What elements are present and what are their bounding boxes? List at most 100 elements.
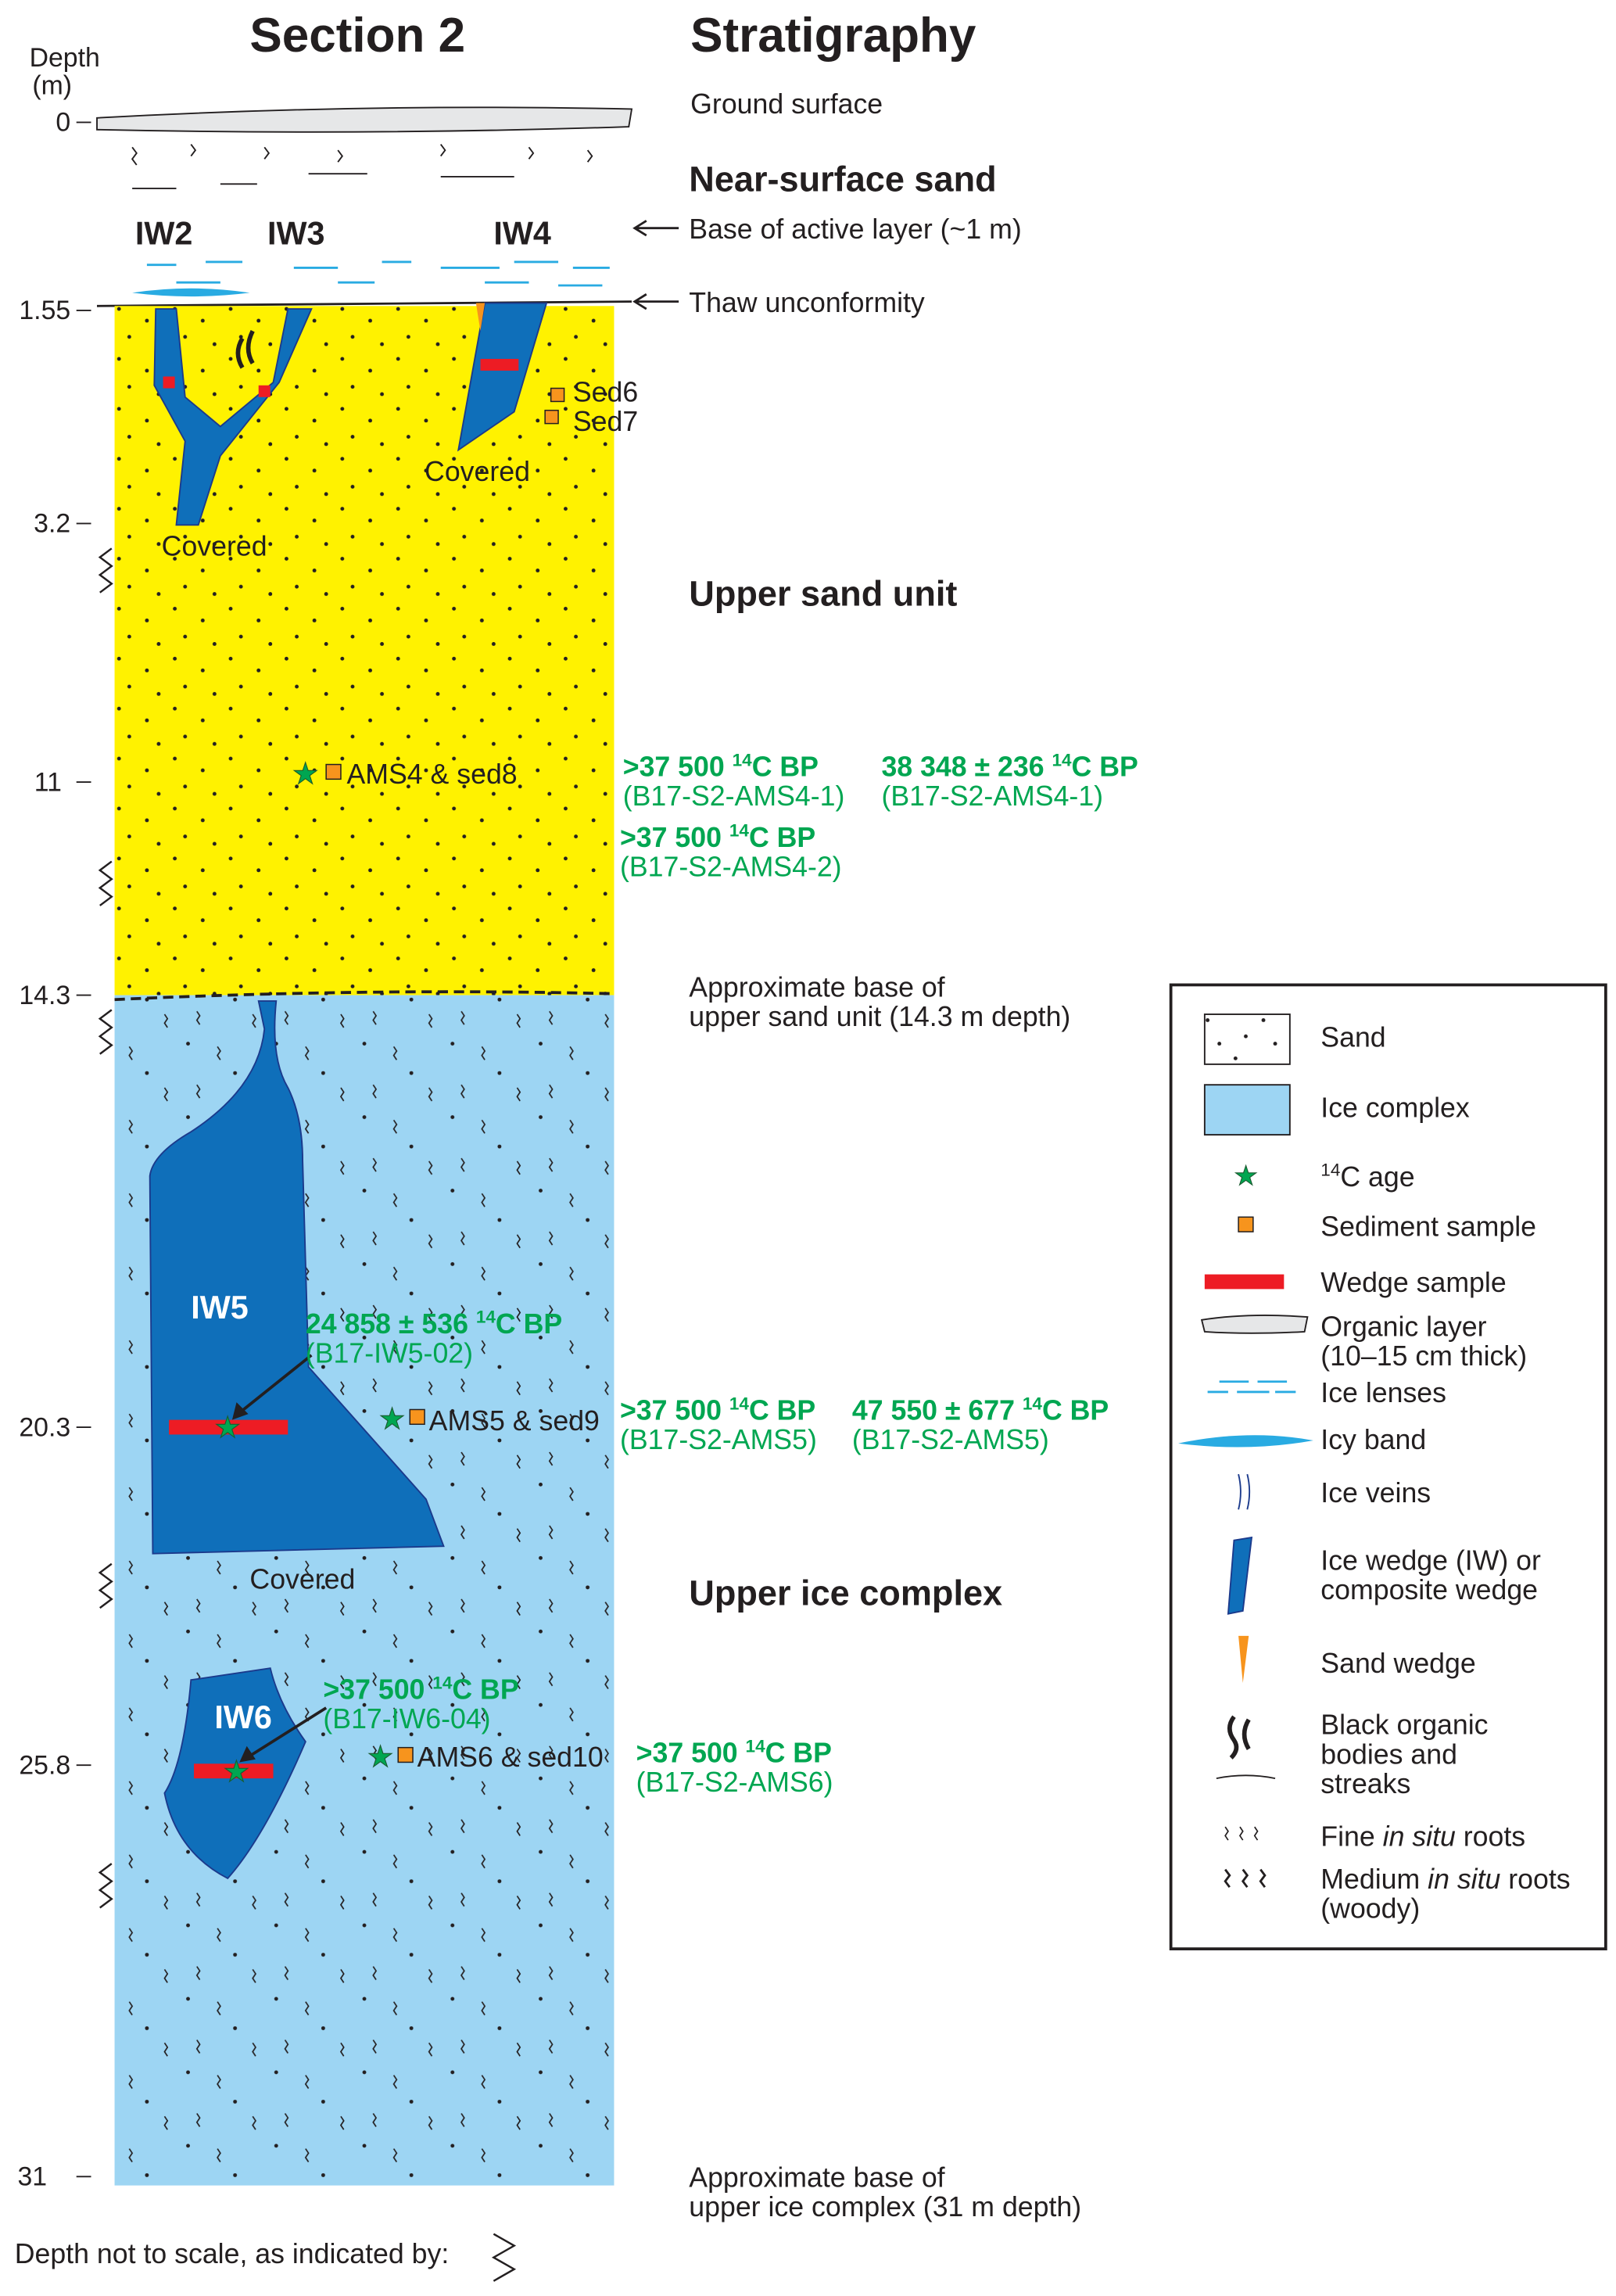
sediment-sample-icon <box>409 1408 425 1426</box>
legend: Sand Ice complex ★ 14C age Sediment samp… <box>1169 983 1607 1950</box>
wedge-sample-icon <box>1204 1274 1285 1290</box>
legend-label: 14C age <box>1320 1161 1414 1193</box>
ice-lenses-icon <box>1207 1380 1296 1394</box>
base-ice-label: upper ice complex (31 m depth) <box>689 2191 1081 2222</box>
sand-base-contact <box>114 990 615 1002</box>
date-value: >37 500 14C BP <box>323 1674 518 1706</box>
legend-label: Sand <box>1320 1021 1385 1053</box>
black-organic-icon <box>1227 1715 1251 1760</box>
ice-wedge-iw2-iw3 <box>153 308 313 526</box>
sediment-sample-icon <box>325 763 342 780</box>
legend-label: Ice wedge (IW) or <box>1320 1544 1541 1576</box>
date-value: 38 348 ± 236 14C BP <box>881 750 1138 782</box>
c14-star-icon: ★ <box>292 757 319 790</box>
upper-sand-unit-label: Upper sand unit <box>689 574 957 614</box>
iw2-label: IW2 <box>135 215 192 251</box>
date-value: 47 550 ± 677 14C BP <box>852 1394 1109 1426</box>
surface-roots <box>131 144 593 189</box>
covered-label: Covered <box>425 456 530 487</box>
ice-complex-swatch <box>1203 1084 1291 1136</box>
iw6-label: IW6 <box>214 1699 271 1735</box>
ice-lenses <box>146 260 610 287</box>
ice-wedge-iw5 <box>149 1000 445 1555</box>
depth-tick: 11 <box>34 767 62 797</box>
sediment-sample-icon <box>1238 1216 1254 1232</box>
date-value: >37 500 14C BP <box>623 750 819 782</box>
section-title: Section 2 <box>249 9 465 63</box>
scale-break-icons <box>98 547 113 1909</box>
streak-icon <box>1216 1774 1276 1780</box>
scale-break-icon <box>491 2233 517 2282</box>
depth-tick: 25.8 <box>19 1750 70 1780</box>
date-id: (B17-S2-AMS4-2) <box>620 851 842 882</box>
sand-wedge <box>475 303 486 332</box>
stratigraphy-title: Stratigraphy <box>690 9 976 63</box>
depth-tick: 14.3 <box>19 981 70 1010</box>
date-id: (B17-S2-AMS6) <box>636 1767 833 1798</box>
date-id: (B17-S2-AMS5) <box>620 1424 817 1455</box>
legend-label: Ice veins <box>1320 1477 1431 1509</box>
date-value: >37 500 14C BP <box>620 1394 815 1426</box>
black-organic-bodies <box>235 329 255 369</box>
fine-roots-icon <box>1224 1826 1259 1841</box>
depth-unit: (m) <box>32 71 72 101</box>
ice-veins-icon <box>1238 1473 1251 1510</box>
base-ice-label: Approximate base of <box>689 2162 944 2194</box>
ams5-label: AMS5 & sed9 <box>429 1405 600 1437</box>
ams4-label: AMS4 & sed8 <box>346 759 517 790</box>
date-id: (B17-S2-AMS4-1) <box>623 780 845 812</box>
date-value: >37 500 14C BP <box>620 821 815 853</box>
legend-label: (woody) <box>1320 1893 1420 1925</box>
sediment-sample-icon <box>397 1746 414 1763</box>
legend-label: Wedge sample <box>1320 1267 1506 1298</box>
iw3-label: IW3 <box>267 215 324 251</box>
sand-swatch <box>1203 1013 1291 1065</box>
legend-label: Sand wedge <box>1320 1648 1475 1679</box>
legend-label: Ice complex <box>1320 1092 1470 1124</box>
near-surface-sand-label: Near-surface sand <box>689 160 996 199</box>
thaw-unconformity-label: Thaw unconformity <box>689 287 925 318</box>
depth-tick: 31 <box>18 2162 48 2192</box>
depth-tick: 20.3 <box>19 1412 70 1442</box>
arrow-icon <box>632 293 679 310</box>
ground-surface-label: Ground surface <box>690 88 883 120</box>
covered-label: Covered <box>162 531 267 562</box>
medium-roots-icon <box>1224 1868 1267 1889</box>
sediment-sample-sed7 <box>544 409 559 425</box>
pointer-arrow <box>237 1354 313 1415</box>
ice-wedge-iw4 <box>457 302 548 452</box>
sed6-label: Sed6 <box>573 376 638 407</box>
organic-layer-icon <box>1200 1315 1309 1334</box>
upper-ice-complex-label: Upper ice complex <box>689 1573 1002 1613</box>
icy-band <box>132 288 250 297</box>
organic-layer <box>96 106 633 133</box>
legend-label: Sediment sample <box>1320 1211 1536 1243</box>
legend-label: Medium in situ roots <box>1320 1864 1570 1895</box>
legend-label: (10–15 cm thick) <box>1320 1340 1527 1372</box>
date-id: (B17-S2-AMS4-1) <box>881 780 1103 812</box>
legend-label: Fine in situ roots <box>1320 1821 1525 1853</box>
legend-label: Black organic <box>1320 1709 1488 1741</box>
c14-star-icon: ★ <box>379 1402 406 1435</box>
iw5-label: IW5 <box>191 1290 248 1326</box>
date-value: 24 858 ± 536 14C BP <box>306 1308 562 1340</box>
thaw-unconformity-line <box>97 300 632 307</box>
wedge-sample-marker <box>258 385 271 397</box>
legend-label: Organic layer <box>1320 1311 1486 1343</box>
radiocarbon-dates: >37 500 14C BP (B17-S2-AMS4-1) 38 348 ± … <box>306 750 1138 1798</box>
legend-box <box>1169 983 1607 1950</box>
depth-tick: 0 <box>56 108 70 138</box>
date-id: (B17-IW5-02) <box>306 1337 473 1369</box>
iw4-label: IW4 <box>493 215 550 251</box>
depth-axis: 0 1.55 3.2 11 14.3 20.3 25.8 31 <box>18 108 91 2192</box>
ice-wedge-icon <box>1227 1536 1253 1615</box>
icy-band-icon <box>1178 1435 1313 1448</box>
legend-label: Ice lenses <box>1320 1377 1446 1408</box>
footer-note: Depth not to scale, as indicated by: <box>15 2238 449 2269</box>
sed7-label: Sed7 <box>573 406 638 437</box>
depth-tick: 1.55 <box>19 296 70 325</box>
sediment-sample-sed6 <box>550 387 565 403</box>
legend-label: composite wedge <box>1320 1574 1538 1605</box>
arrow-icon <box>632 220 679 237</box>
legend-label: streaks <box>1320 1768 1410 1799</box>
